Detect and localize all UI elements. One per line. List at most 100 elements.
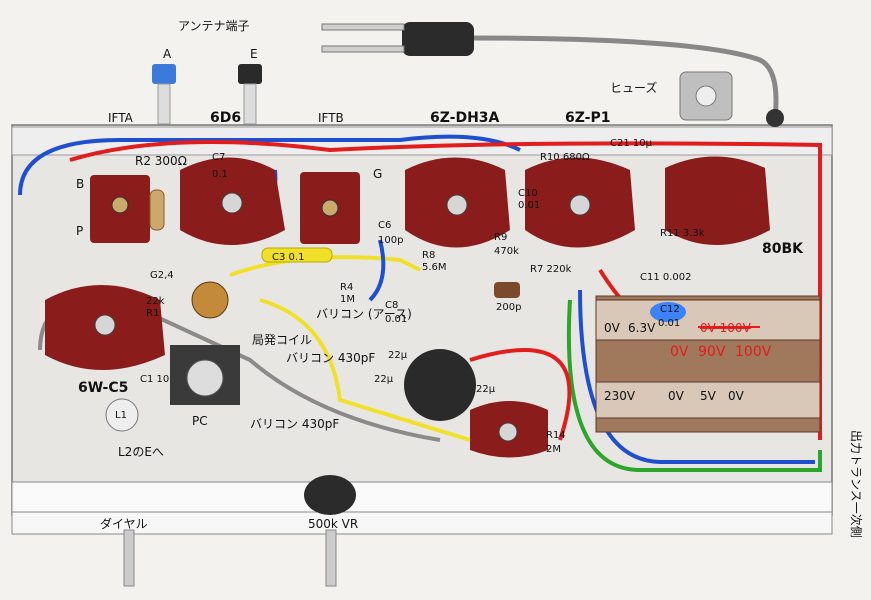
r11-label: R11 3.3k <box>660 228 705 239</box>
c1-label: C1 100p <box>140 374 182 385</box>
c200p-label: 200p <box>496 302 521 313</box>
tr-top-0: 0V <box>604 321 621 335</box>
varicon-430b-label: バリコン 430pF <box>250 417 339 431</box>
tr-red-0: 0V <box>670 344 689 360</box>
power-plug <box>321 22 474 56</box>
wire-blue-top <box>18 134 521 196</box>
cord-grommet <box>766 109 784 127</box>
r10-label: R10 680Ω <box>540 152 590 163</box>
iftb-g-pin: G <box>373 167 382 181</box>
c12-label: C12 <box>660 304 680 315</box>
transformer-top-strip <box>595 299 821 341</box>
r1-resistor <box>149 189 165 231</box>
c200p-capacitor <box>494 282 520 298</box>
r9-value: 470k <box>494 246 519 257</box>
varicon-earth-label: バリコン (アース) <box>316 307 412 321</box>
terminal-e <box>238 64 262 125</box>
tr-top-1: 6.3V <box>628 321 656 335</box>
varicon-430a-label: バリコン 430pF <box>286 351 375 365</box>
svg-text:出力トランス一次側: 出力トランス一次側 <box>849 430 863 538</box>
dial-label: ダイヤル <box>100 516 148 531</box>
antenna-terminal-label: アンテナ端子 <box>178 19 250 33</box>
r9-label: R9 <box>494 232 507 243</box>
chassis-top-rail <box>11 126 833 156</box>
cap-22u-b: 22μ <box>374 374 394 385</box>
l1-coil <box>105 398 139 432</box>
r4-label: R4 <box>340 282 353 293</box>
c3-capacitor <box>261 247 333 263</box>
vr-shaft <box>325 529 337 587</box>
tr-bottom-0: 230V <box>604 389 636 403</box>
fuse-label: ヒューズ <box>610 80 657 95</box>
ift-b <box>300 172 360 244</box>
r4-value: 1M <box>340 294 355 305</box>
c7-label: C7 <box>212 152 225 163</box>
wire-red-top <box>69 140 822 440</box>
l1-label: L1 <box>115 410 127 421</box>
r8-value: 5.6M <box>422 262 447 273</box>
terminal-a <box>152 64 176 125</box>
c8-value: 0.01 <box>385 314 407 325</box>
c6-label: C6 <box>378 220 391 231</box>
r8-label: R8 <box>422 250 435 261</box>
transformer-bottom-strip <box>595 381 821 419</box>
fuse-holder <box>679 71 733 121</box>
ifta-p-pin: P <box>76 224 83 238</box>
osc-coil-label: 局発コイル <box>252 333 312 347</box>
vr-label: 500k VR <box>308 517 358 531</box>
r22k-label: 22k <box>146 296 165 307</box>
wire-green <box>566 299 822 472</box>
c6-value: 100p <box>378 235 403 246</box>
c8-label: C8 <box>385 300 398 311</box>
tube-6wc5-label: 6W-C5 <box>78 380 128 396</box>
r14-value: 2M <box>546 444 561 455</box>
c12-value: 0.01 <box>658 318 680 329</box>
tube-80bk-label: 80BK <box>762 241 804 257</box>
c11-label: C11 0.002 <box>640 272 692 283</box>
terminal-e-label: E <box>250 47 258 61</box>
electrolytic-cap <box>404 349 476 421</box>
socket-6zp1 <box>525 157 635 248</box>
volume-pot <box>304 475 356 515</box>
cap-22u-a: 22μ <box>388 350 408 361</box>
g24-label: G2,4 <box>150 270 174 281</box>
tube-6zp1-label: 6Z-P1 <box>565 110 610 126</box>
tr-bottom-2: 5V <box>700 389 717 403</box>
ifta-label: IFTA <box>108 111 134 125</box>
pc-box <box>170 345 240 405</box>
r1b-label: R1 <box>146 308 159 319</box>
iftb-label: IFTB <box>318 111 344 125</box>
l2-label: L2のEへ <box>118 445 164 459</box>
cap-22u-c: 22μ <box>476 384 496 395</box>
c21-label: C21 10μ <box>610 138 653 149</box>
r2-label: R2 300Ω <box>135 154 187 168</box>
c12-capacitor <box>650 302 686 322</box>
c10-label: C10 <box>518 188 538 199</box>
power-cord <box>469 35 779 119</box>
socket-6d6 <box>180 157 285 245</box>
terminal-a-label: A <box>163 47 172 61</box>
c10-value: 0.01 <box>518 200 540 211</box>
tube-6d6-label: 6D6 <box>210 110 241 126</box>
transformer-output-label: 出力トランス一次側 <box>849 430 863 538</box>
osc-coil <box>191 281 229 319</box>
c3-label: C3 0.1 <box>272 252 304 263</box>
socket-6wc5 <box>45 285 165 370</box>
tr-red-1: 90V <box>698 344 726 360</box>
ifta-b-pin: B <box>76 177 84 191</box>
chassis-lower-plate <box>11 511 833 535</box>
socket-80bk <box>665 156 770 245</box>
socket-6zdh3a <box>405 157 510 248</box>
chassis-front-rail <box>11 481 833 513</box>
tr-bottom-1: 0V <box>668 389 685 403</box>
ift-a <box>90 175 150 243</box>
r14-label: R14 <box>546 430 566 441</box>
tube-6zdh3a-label: 6Z-DH3A <box>430 110 500 126</box>
dial-shaft <box>123 529 135 587</box>
socket-bottom <box>470 401 548 458</box>
c7-value: 0.1 <box>212 169 228 180</box>
tr-red-2: 100V <box>735 344 772 360</box>
r7-label: R7 220k <box>530 264 572 275</box>
pc-label: PC <box>192 414 208 428</box>
